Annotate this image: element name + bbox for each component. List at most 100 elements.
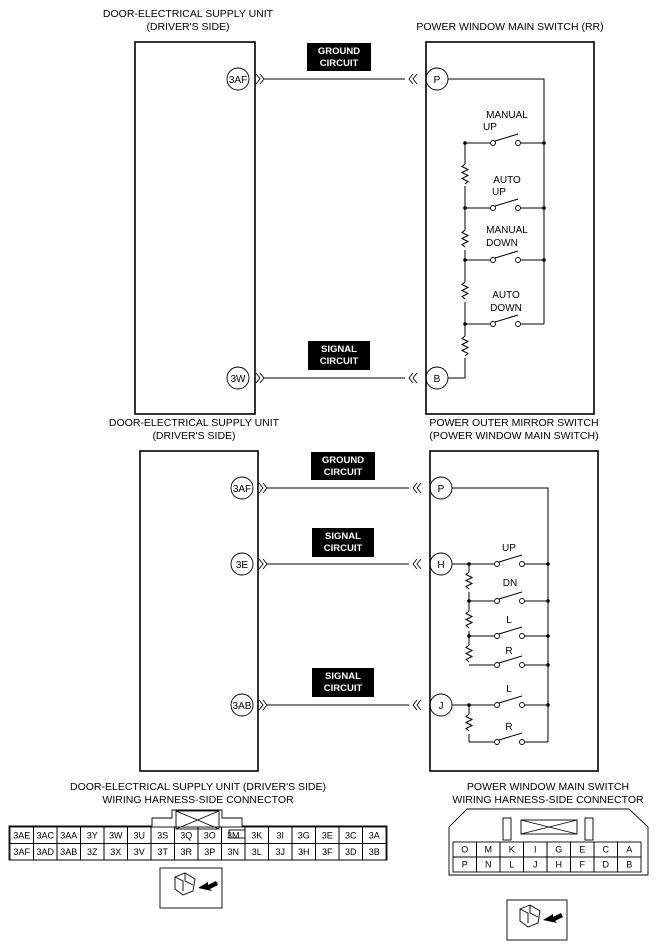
s2-signal-j-label-line1: SIGNAL [325,671,361,682]
s2-right-title-line1: POWER OUTER MIRROR SWITCH [429,417,598,429]
connector-left-pin-label: 3S [157,830,168,840]
s1-switch-manual-down-line2: DOWN [486,238,518,249]
connector-left-pin-label: 3L [252,847,262,857]
s1-right-title: POWER WINDOW MAIN SWITCH (RR) [416,21,603,33]
s1-pin-p: P [434,75,441,86]
s2-ground-label-line1: GROUND [322,455,364,466]
s1-ground-label-line2: CIRCUIT [320,58,359,69]
s1-supply-unit-box [134,41,256,415]
connector-left-pin-label: 3D [345,847,357,857]
connector-left-pin-label: 3F [322,847,333,857]
connector-left-pin-label: 3C [345,830,357,840]
s2-ground-label-line2: CIRCUIT [324,467,363,478]
connector-right-pin-label: D [603,860,610,870]
connector-left-pin-label: 3AA [60,830,77,840]
s1-signal-label-line2: CIRCUIT [320,356,359,367]
s2-signal-h-label-bg [312,528,374,557]
connector-left-pin-label: 3G [298,830,310,840]
s2-pin-j: J [439,701,444,712]
connector-right-cell [617,856,642,873]
s2-signal-h-label-line2: CIRCUIT [324,543,363,554]
s2-switch-up: UP [502,543,516,554]
s1-switch-auto-up-line1: AUTO [493,175,521,186]
section-window-switch: DOOR-ELECTRICAL SUPPLY UNIT (DRIVER'S SI… [103,8,604,415]
connector-left-pin-label: 3A [369,830,380,840]
connector-left-pin-label: 3Z [87,847,98,857]
s2-mirror-switch-box [429,450,599,772]
s2-switch-r2: R [505,722,512,733]
connector-right-pin-label: J [533,860,538,870]
s1-pin-3w: 3W [231,374,247,385]
connector-left-pin-label: 3E [322,830,333,840]
connector-right-pin-label: M [485,845,493,855]
s2-signal-h-connection: 3E H SIGNAL CIRCUIT [230,528,453,576]
s2-signal-j-label-line2: CIRCUIT [324,683,363,694]
s1-ground-label-line1: GROUND [318,46,360,57]
s2-right-title-line2: (POWER WINDOW MAIN SWITCH) [429,430,598,442]
connector-left-pin-label: 3AC [36,830,54,840]
s1-left-title-line2: (DRIVER'S SIDE) [146,21,229,33]
connector-left-pin-label: 3R [180,847,192,857]
connector-right: POWER WINDOW MAIN SWITCH WIRING HARNESS-… [448,781,649,941]
connector-left-title-line1: DOOR-ELECTRICAL SUPPLY UNIT (DRIVER'S SI… [70,781,326,793]
connector-right-pin-label: F [580,860,586,870]
connector-left-pin-label: 3M [227,830,240,840]
connector-right-pin-label: H [556,860,563,870]
s1-pin-3af: 3AF [229,75,247,86]
connector-left-pin-label: 3W [109,830,123,840]
connector-left-pin-label: 3U [133,830,145,840]
connector-left-pin-label: 3Q [180,830,192,840]
s2-pin-3e: 3E [236,560,249,571]
connector-left-cell [362,843,387,861]
s2-switch-l1: L [506,615,512,626]
connector-left-title-line2: WIRING HARNESS-SIDE CONNECTOR [102,794,294,806]
s2-switch-circuit: UP DN L R L [452,487,550,745]
connector-right-title-line1: POWER WINDOW MAIN SWITCH [467,781,629,793]
s1-signal-label-line1: SIGNAL [321,344,357,355]
s2-switch-l2: L [506,684,512,695]
connector-right-pin-label: G [555,845,562,855]
connector-left-pin-label: 3AF [13,847,30,857]
connector-right-title-line2: WIRING HARNESS-SIDE CONNECTOR [452,794,644,806]
connector-left-pin-label: 3AB [60,847,77,857]
connector-left-pin-label: 3Y [87,830,98,840]
connector-right-view-icon [506,899,568,941]
s2-signal-j-label-bg [312,668,374,697]
connector-right-pin-label: C [603,845,610,855]
connector-left-pin-label: 3X [110,847,121,857]
s2-pin-3af: 3AF [233,484,251,495]
connector-left-pin-label: 3K [251,830,262,840]
connector-left-pin-label: 3P [204,847,215,857]
connector-left-grid: 3AE 3AC 3AA 3Y 3W 3U 3S 3Q 3O 3M 3K 3I 3G 3E 3C 3A 3AF 3A… [9,826,387,861]
connector-left-pin-label: 3O [204,830,216,840]
s1-window-switch-box [425,41,595,415]
connector-left-pin-label: 3V [134,847,145,857]
s1-switch-manual-down-line1: MANUAL [486,225,528,236]
s2-pin-p: P [438,484,445,495]
connector-right-pin-label: B [626,860,632,870]
connector-left-pin-label: 3J [275,847,285,857]
s2-signal-h-label-line1: SIGNAL [325,531,361,542]
connector-right-pin-label: O [461,845,468,855]
s1-switch-auto-down-line1: AUTO [492,290,520,301]
connector-right-pin-label: K [509,845,515,855]
s1-ground-label-bg [307,43,371,71]
s1-signal-connection: 3W B SIGNAL CIRCUIT [226,341,449,390]
s1-switch-auto-up-line2: UP [492,187,506,198]
s2-pin-h: H [437,560,444,571]
connector-left-pin-label: 3I [276,830,284,840]
s1-switch-auto-down-line2: DOWN [490,303,522,314]
connector-right-pin-label: L [509,860,514,870]
connector-right-pin-label: E [579,845,585,855]
s1-switch-manual-up-line1: MANUAL [486,110,528,121]
connector-left-pin-label: 3N [227,847,239,857]
s1-switch-circuit: MANUAL UP AUTO UP MANUAL DOWN AUTO DOWN [448,78,546,379]
s2-ground-connection: 3AF P GROUND CIRCUIT [230,452,453,500]
s1-left-title-line1: DOOR-ELECTRICAL SUPPLY UNIT [103,8,274,20]
connector-left-pin-label: 3AE [13,830,30,840]
s2-ground-label-bg [311,452,375,480]
connector-left-pin-label: 3AD [36,847,54,857]
s2-signal-j-connection: 3AB J SIGNAL CIRCUIT [230,668,453,717]
